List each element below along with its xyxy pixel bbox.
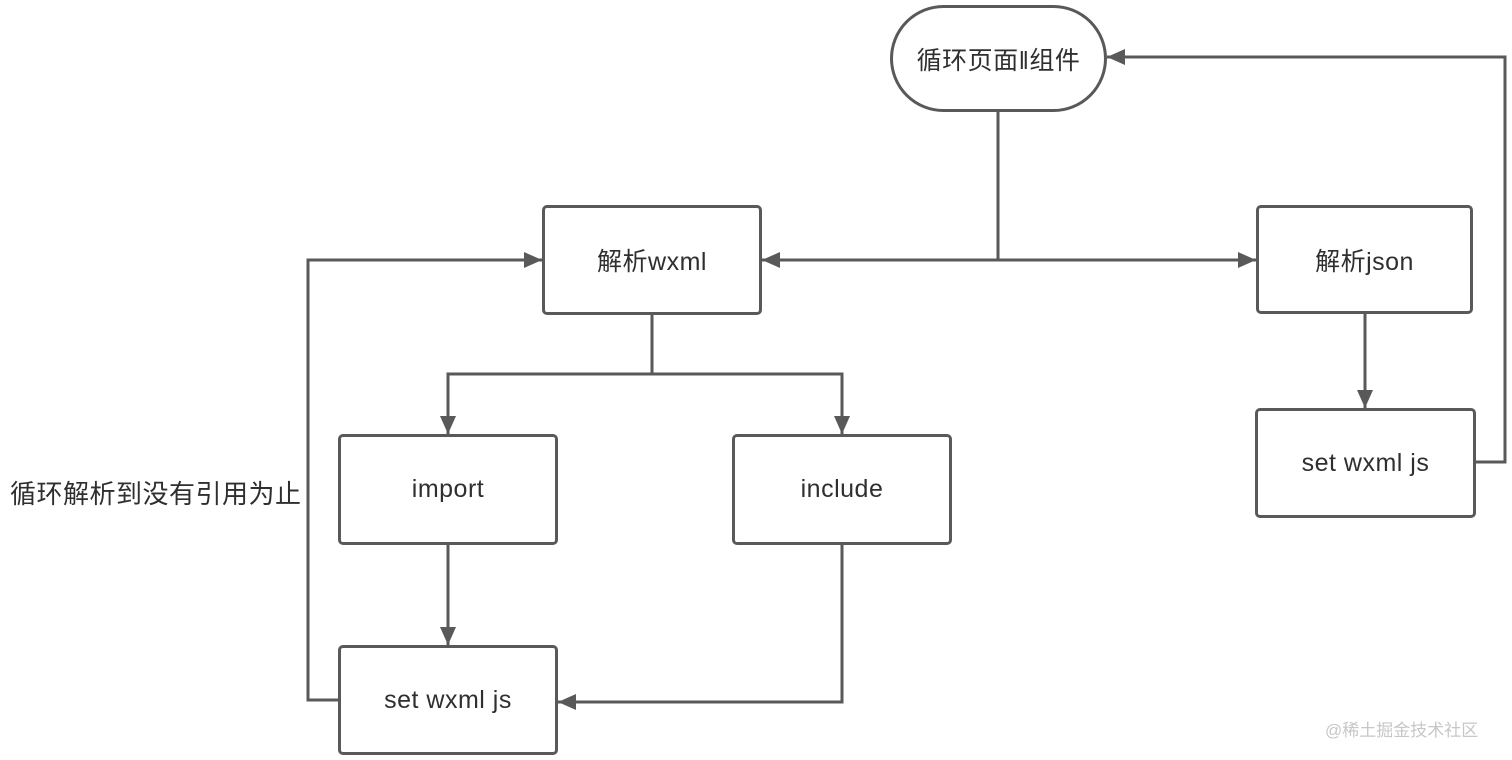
node-start: 循环页面‖组件 (890, 5, 1107, 112)
connector-split-to-import (440, 372, 652, 434)
node-set-wxml-js-right-label: set wxml js (1301, 448, 1430, 477)
node-import: import (338, 434, 558, 545)
node-parse-wxml: 解析wxml (542, 205, 762, 315)
node-import-label: import (411, 475, 485, 503)
node-set-wxml-js-left: set wxml js (338, 645, 558, 755)
node-include: include (732, 434, 952, 545)
annotation-loop-until-no-references: 循环解析到没有引用为止 (10, 479, 302, 509)
connector-set-wxml-js-loop-to-parse-wxml (306, 252, 542, 702)
node-parse-json: 解析json (1256, 205, 1473, 314)
node-parse-json-label: 解析json (1315, 247, 1414, 276)
node-set-wxml-js-right: set wxml js (1255, 408, 1476, 518)
watermark-juejin-community: @稀土掘金技术社区 (1325, 721, 1479, 740)
connector-set-wxml-js-loop-to-start (1107, 49, 1507, 464)
node-include-label: include (800, 475, 884, 503)
node-parse-wxml-label: 解析wxml (597, 248, 707, 276)
node-set-wxml-js-left-label: set wxml js (384, 685, 512, 714)
connector-split-to-include (652, 372, 850, 434)
node-start-label: 循环页面‖组件 (916, 46, 1081, 75)
connector-include-to-set-wxml-js (558, 545, 844, 710)
